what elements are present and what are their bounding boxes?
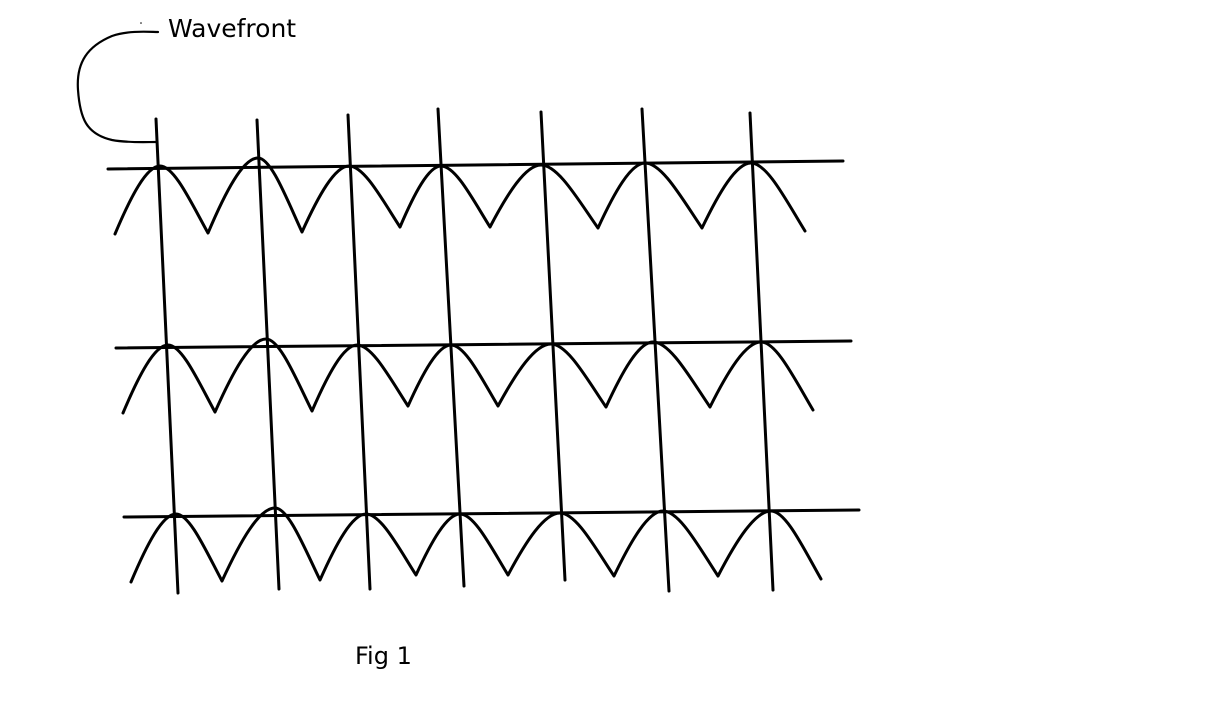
wave-curve-row-3: [129, 506, 823, 584]
wave-curves-group: [113, 156, 823, 584]
wave-curve-row-1: [113, 156, 807, 236]
horizontal-line-row-2: [114, 339, 853, 350]
vertical-line-5: [539, 110, 567, 582]
callout-dot: [140, 22, 142, 24]
vertical-line-4: [436, 107, 466, 588]
horizontal-line-row-3: [122, 508, 861, 519]
callout-curve: [76, 30, 160, 144]
vertical-line-7: [748, 111, 775, 592]
vertical-line-3: [346, 113, 372, 591]
vertical-line-6: [640, 107, 671, 593]
wavefront-label: Wavefront: [168, 14, 297, 43]
figure-caption: Fig 1: [355, 642, 412, 670]
vertical-line-2: [255, 118, 281, 591]
vertical-wavefront-lines-group: [154, 107, 775, 595]
horizontal-line-row-1: [106, 159, 845, 171]
horizontal-lines-group: [106, 159, 861, 519]
wavefront-callout-group: [76, 22, 160, 144]
wave-curve-row-2: [121, 337, 815, 415]
vertical-line-1: [154, 117, 180, 595]
